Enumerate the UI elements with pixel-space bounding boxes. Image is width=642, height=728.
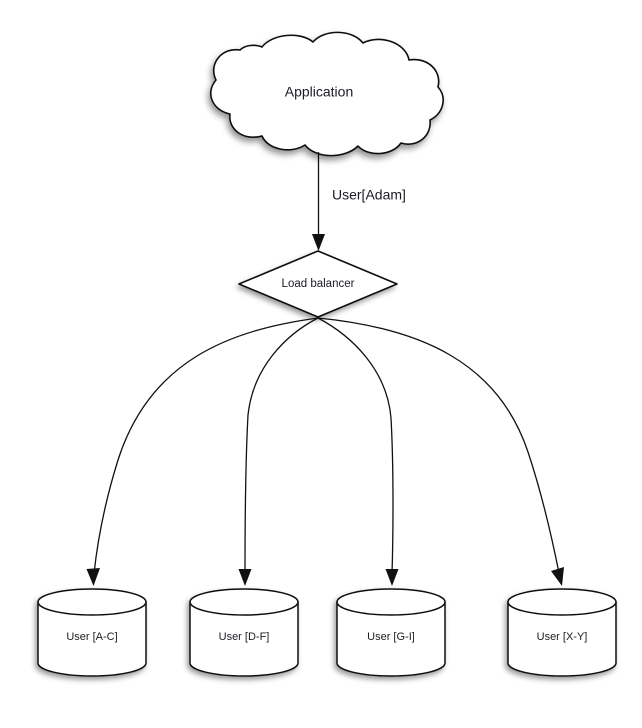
arrow-head-down-icon [86, 568, 100, 586]
node-database-1[interactable]: User [A-C] [37, 588, 147, 677]
arrow-head-down-icon [551, 567, 564, 586]
arrow-head-down-icon [312, 234, 325, 251]
node-load-balancer[interactable]: Load balancer [238, 250, 398, 318]
cylinder-body-2 [189, 601, 299, 677]
arrow-head-down-icon [238, 569, 252, 586]
load-balancer-label: Load balancer [282, 278, 355, 290]
cylinder-top-2 [189, 588, 299, 616]
edge-balancer-to-db-2-line [244, 317, 319, 575]
node-database-3[interactable]: User [G-I] [336, 588, 446, 677]
cylinder-top-4 [507, 588, 617, 616]
edge-balancer-to-db-3-line [317, 317, 394, 575]
cylinder-body-4 [507, 601, 617, 677]
edge-balancer-to-db-2 [238, 317, 319, 586]
node-database-4[interactable]: User [X-Y] [507, 588, 617, 677]
edge-balancer-to-db-1 [86, 317, 319, 586]
edge-balancer-to-db-3 [317, 317, 399, 586]
edge-balancer-to-db-4 [317, 317, 564, 586]
cloud-shape [210, 31, 444, 157]
cylinder-top-1 [37, 588, 147, 616]
cylinder-body-3 [336, 601, 446, 677]
database-3-label: User [G-I] [367, 631, 415, 643]
application-label: Application [285, 84, 354, 100]
arrow-head-down-icon [385, 569, 399, 586]
database-1-label: User [A-C] [66, 631, 117, 643]
edge-label-user-adam: User[Adam] [332, 187, 406, 203]
cylinder-body-1 [37, 601, 147, 677]
cylinder-top-3 [336, 588, 446, 616]
database-2-label: User [D-F] [219, 631, 270, 643]
node-application[interactable]: Application [210, 31, 444, 157]
diamond-shape [238, 250, 398, 318]
node-database-2[interactable]: User [D-F] [189, 588, 299, 677]
edge-balancer-to-db-1-line [93, 317, 319, 575]
database-4-label: User [X-Y] [537, 631, 588, 643]
edge-app-to-balancer: User[Adam] [312, 152, 406, 251]
edge-balancer-to-db-4-line [317, 317, 560, 574]
